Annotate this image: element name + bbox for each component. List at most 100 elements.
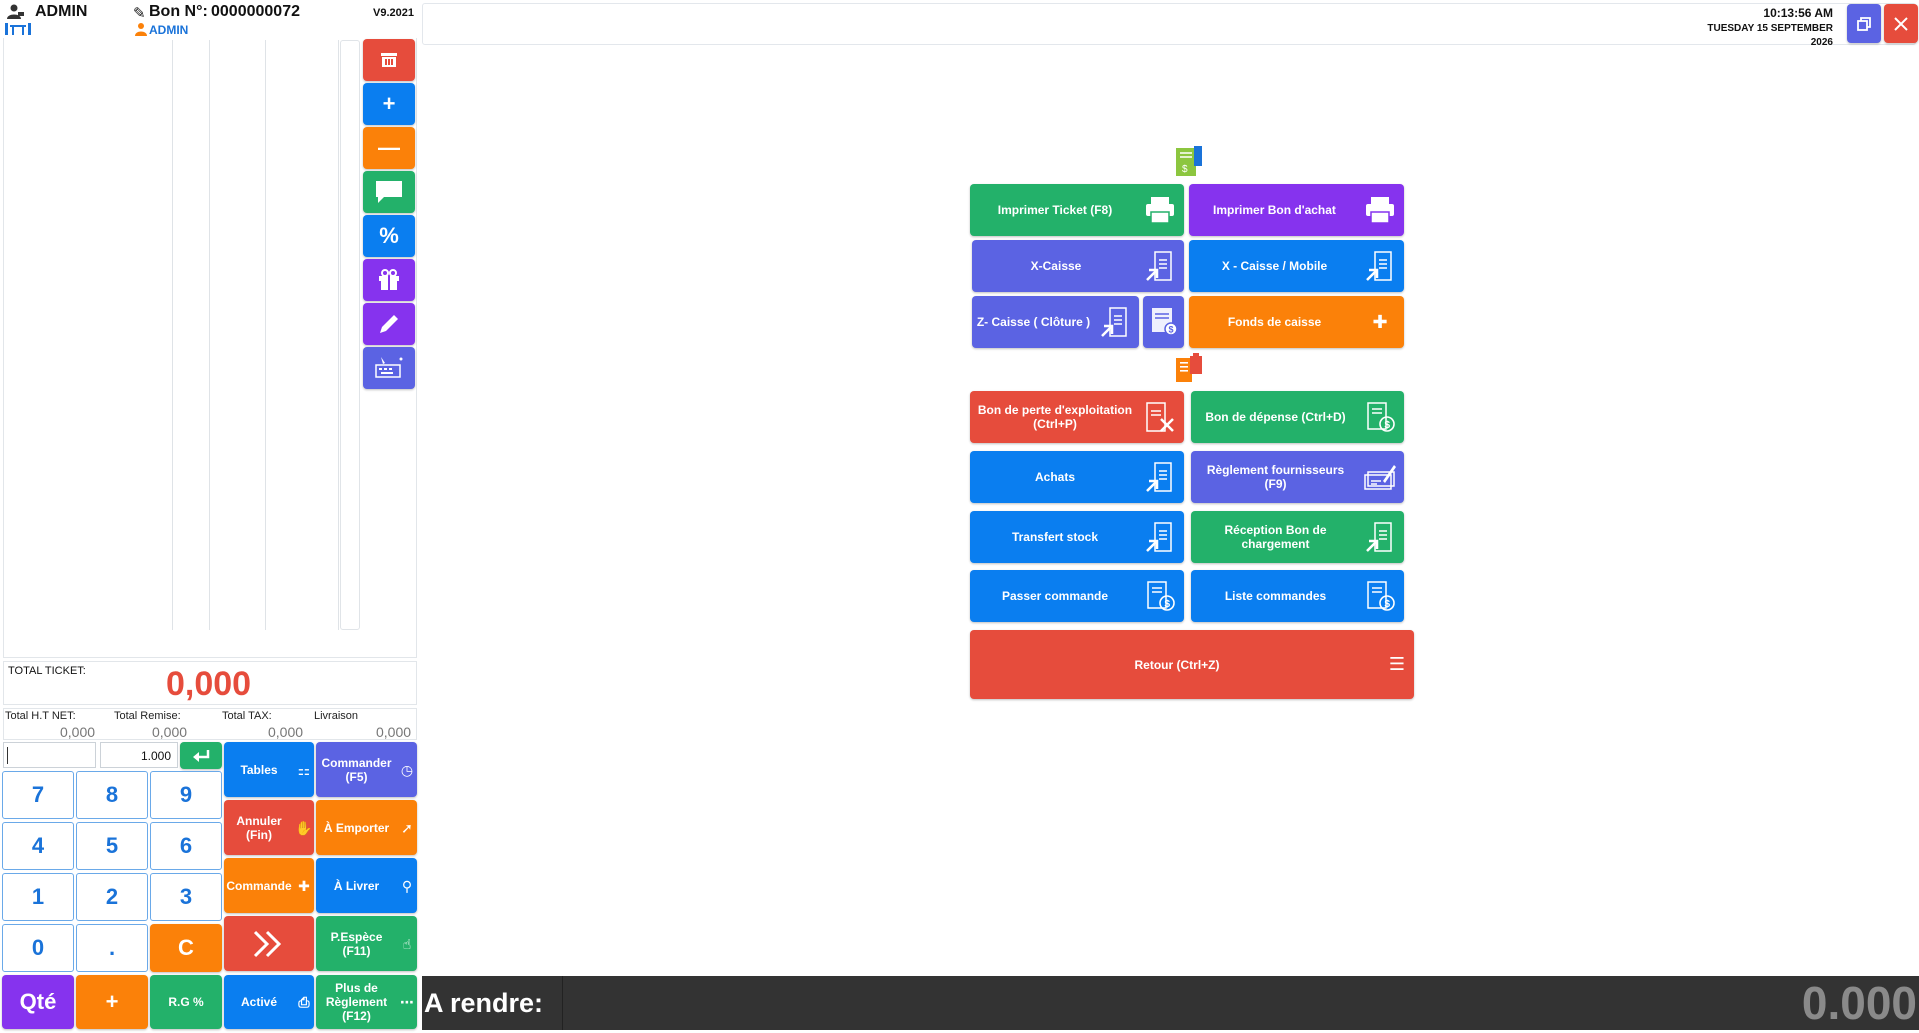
clock-time: 10:13:56 AM (1763, 6, 1833, 20)
thumbs-up-icon: ☝ (402, 935, 412, 952)
user-name: ADMIN (35, 3, 88, 20)
remise-value: 0,000 (152, 724, 188, 740)
next-button[interactable] (224, 916, 314, 971)
supplier-payment-button[interactable]: Règlement fournisseurs (F9) (1191, 451, 1404, 503)
trash-icon (381, 53, 397, 67)
table-icon (5, 21, 31, 40)
edit-button[interactable] (363, 303, 415, 345)
comment-icon (376, 181, 402, 203)
cheque-pen-icon (1360, 457, 1400, 497)
expense-voucher-button[interactable]: Bon de dépense (Ctrl+D) $ (1191, 391, 1404, 443)
key-7[interactable]: 7 (2, 771, 74, 819)
active-button[interactable]: Activé ⎙ (224, 975, 314, 1029)
minus-icon: — (378, 135, 400, 160)
plus-button[interactable]: + (76, 975, 148, 1029)
key-2[interactable]: 2 (76, 873, 148, 921)
pencil-icon: ✎ (133, 5, 146, 22)
purchases-button[interactable]: Achats (970, 451, 1184, 503)
document-arrow-icon (1360, 246, 1400, 286)
column-divider (265, 40, 266, 630)
divider (562, 976, 563, 1030)
key-1[interactable]: 1 (2, 873, 74, 921)
takeaway-button[interactable]: À Emporter ➚ (316, 800, 417, 855)
thumbs-down-icon: ✋ (295, 819, 313, 836)
ticket-lines-panel[interactable] (3, 38, 417, 658)
loading-receipt-button[interactable]: Réception Bon de chargement (1191, 511, 1404, 563)
key-6[interactable]: 6 (150, 822, 222, 870)
document-arrow-icon (1140, 246, 1180, 286)
orders-list-button[interactable]: Liste commandes $ (1191, 570, 1404, 622)
delete-button[interactable] (363, 39, 415, 81)
x-caisse-button[interactable]: X-Caisse (972, 240, 1184, 292)
clock-year: 2026 (1810, 37, 1833, 48)
x-caisse-mobile-button[interactable]: X - Caisse / Mobile (1189, 240, 1404, 292)
enter-button[interactable] (180, 742, 222, 769)
ticket-scrollbar[interactable] (340, 40, 360, 630)
svg-text:$: $ (1385, 599, 1391, 610)
hamburger-menu-icon: ☰ (1388, 654, 1406, 674)
cash-fund-button[interactable]: Fonds de caisse ✚ (1189, 296, 1404, 348)
discount-button[interactable]: % (363, 215, 415, 257)
printer-icon (1140, 190, 1180, 230)
document-arrow-icon (1360, 517, 1400, 557)
gift-button[interactable] (363, 259, 415, 301)
barcode-input[interactable] (3, 742, 96, 768)
commande-button[interactable]: Commande ✚ (224, 858, 314, 913)
restore-window-button[interactable] (1847, 4, 1881, 43)
keyboard-button[interactable] (363, 347, 415, 389)
close-button[interactable] (1884, 4, 1918, 43)
cash-payment-button[interactable]: P.Espèce (F11) ☝ (316, 916, 417, 971)
ht-label: Total H.T NET: (5, 710, 76, 722)
percent-icon: % (379, 223, 399, 248)
column-divider (172, 40, 173, 630)
cancel-button[interactable]: Annuler (Fin) ✋ (224, 800, 314, 855)
remise-label: Total Remise: (114, 710, 181, 722)
key-dot[interactable]: . (76, 924, 148, 972)
version: V9.2021 (373, 7, 414, 19)
decrease-button[interactable]: — (363, 127, 415, 169)
top-bar: 10:13:56 AM TUESDAY 15 SEPTEMBER 2026 (422, 3, 1916, 48)
change-due-value: 0.000 (1801, 977, 1917, 1029)
key-5[interactable]: 5 (76, 822, 148, 870)
clear-button[interactable]: C (150, 924, 222, 972)
change-due-label: A rendre: (424, 987, 544, 1018)
delivery-button[interactable]: À Livrer ⚲ (316, 858, 417, 913)
enter-icon (193, 749, 210, 762)
clock-date: TUESDAY 15 SEPTEMBER (1707, 23, 1833, 34)
svg-text:$: $ (1165, 599, 1171, 610)
tax-label: Total TAX: (222, 710, 272, 722)
rg-percent-button[interactable]: R.G % (150, 975, 222, 1029)
place-order-button[interactable]: Passer commande $ (970, 570, 1184, 622)
key-4[interactable]: 4 (2, 822, 74, 870)
return-button[interactable]: Retour (Ctrl+Z) ☰ (970, 630, 1414, 699)
printer-icon (1360, 190, 1400, 230)
cash-report-button[interactable]: $ (1143, 296, 1184, 348)
key-0[interactable]: 0 (2, 924, 74, 972)
comment-button[interactable] (363, 171, 415, 213)
print-ticket-button[interactable]: Imprimer Ticket (F8) (970, 184, 1184, 236)
key-8[interactable]: 8 (76, 771, 148, 819)
print-voucher-button[interactable]: Imprimer Bon d'achat (1189, 184, 1404, 236)
takeaway-icon: ➚ (401, 819, 413, 836)
plus-icon: ✚ (1372, 311, 1388, 332)
increase-button[interactable]: + (363, 83, 415, 125)
hand-keyboard-icon (375, 357, 403, 378)
table-icon: ⚏ (297, 761, 311, 778)
key-3[interactable]: 3 (150, 873, 222, 921)
loss-voucher-button[interactable]: Bon de perte d'exploitation (Ctrl+P) (970, 391, 1184, 443)
quantity-input[interactable]: 1.000 (100, 742, 178, 768)
key-9[interactable]: 9 (150, 771, 222, 819)
column-divider (338, 40, 339, 630)
user-icon (5, 4, 25, 25)
money-document-icon: $ (1360, 576, 1400, 616)
more-payment-button[interactable]: Plus de Règlement (F12) ⋯ (316, 975, 417, 1029)
tax-value: 0,000 (268, 724, 304, 740)
quantity-button[interactable]: Qté (2, 975, 74, 1029)
document-arrow-icon (1140, 457, 1180, 497)
z-caisse-button[interactable]: Z- Caisse ( Clôture ) (972, 296, 1139, 348)
stock-transfer-button[interactable]: Transfert stock (970, 511, 1184, 563)
document-arrow-icon (1095, 302, 1135, 342)
commander-button[interactable]: Commander (F5) ◷ (316, 742, 417, 797)
tables-button[interactable]: Tables ⚏ (224, 742, 314, 797)
